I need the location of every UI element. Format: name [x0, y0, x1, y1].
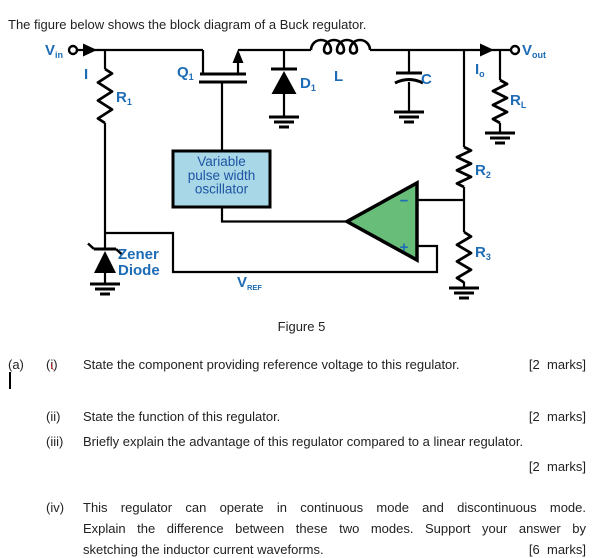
- question-number-i: (i): [46, 357, 58, 372]
- figure-caption: Figure 5: [277, 319, 326, 334]
- r2-label: R2: [475, 162, 491, 180]
- question-iv-line1: This regulator can operate in continuous…: [83, 500, 586, 515]
- question-text-ii: State the function of this regulator. [2…: [83, 409, 586, 425]
- intro-text: The figure below shows the block diagram…: [8, 17, 367, 32]
- zener-bar-tick-right: [115, 248, 123, 256]
- question-number-ii: (ii): [46, 409, 61, 424]
- question-i-body: State the component providing reference …: [83, 357, 460, 372]
- vin-arrow: [83, 43, 97, 57]
- wire-vref: [105, 231, 439, 274]
- q1-label: Q1: [177, 64, 194, 82]
- io-label: Io: [475, 61, 485, 79]
- oscillator-line-1: Variable: [197, 154, 246, 169]
- marks-i: [2 marks]: [528, 357, 586, 372]
- marks-ii: [2 marks]: [528, 409, 586, 424]
- question-text-iii: Briefly explain the advantage of this re…: [83, 434, 524, 449]
- r3-ground: [449, 286, 479, 300]
- comparator-minus: −: [400, 193, 409, 210]
- ground-symbols: [90, 110, 515, 300]
- r1-label: R1: [116, 89, 132, 107]
- zener-ground: [90, 282, 120, 296]
- rl-ground: [485, 131, 515, 145]
- comparator-plus: +: [400, 239, 409, 256]
- inductor-coil: [309, 38, 372, 55]
- oscillator-box-text: Variable pulse width oscillator: [188, 154, 256, 197]
- d1-label: D1: [300, 75, 316, 93]
- input-current-label: I: [84, 66, 88, 83]
- circuit-svg: Variable pulse width oscillator − + Vin …: [45, 38, 546, 300]
- part-label: (a): [8, 357, 24, 372]
- wire-comparator-output: [220, 207, 347, 223]
- inductor-label: L: [334, 68, 343, 85]
- vref-label: VREF: [237, 274, 262, 292]
- question-number-iii: (iii): [46, 434, 64, 449]
- question-number-iv: (iv): [46, 500, 65, 515]
- question-text-i: State the component providing reference …: [83, 357, 586, 373]
- rl-zigzag: [491, 78, 509, 125]
- buck-regulator-diagram: Variable pulse width oscillator − + Vin …: [0, 35, 603, 320]
- oscillator-box: [171, 149, 272, 209]
- question-iv-line3: sketching the inductor current waveforms…: [83, 542, 324, 557]
- cap-label: C: [421, 71, 432, 88]
- vin-label: Vin: [45, 42, 63, 60]
- text-cursor: [9, 372, 11, 389]
- cap-ground: [394, 110, 424, 124]
- d1-triangle: [271, 71, 297, 94]
- cap-plate-bottom: [394, 78, 424, 85]
- oscillator-line-2: pulse width: [188, 168, 256, 183]
- zener-triangle: [94, 251, 116, 273]
- oscillator-line-3: oscillator: [195, 182, 249, 197]
- zener-bar-tick-left: [87, 242, 95, 250]
- marks-iv: [6 marks]: [528, 542, 586, 557]
- zener-label-line1: Zener: [118, 246, 159, 263]
- comparator: [343, 180, 419, 263]
- r3-label: R3: [475, 244, 491, 262]
- vout-label: Vout: [522, 42, 546, 60]
- io-arrow: [480, 43, 494, 57]
- zener-label-line2: Diode: [118, 262, 160, 279]
- question-iv-line3-wrap: sketching the inductor current waveforms…: [83, 542, 586, 558]
- vout-terminal: [509, 44, 521, 56]
- r3-zigzag: [455, 230, 473, 284]
- r1-zigzag: [96, 67, 114, 125]
- marks-iii: [2 marks]: [528, 459, 586, 474]
- vin-terminal: [67, 44, 79, 56]
- question-ii-body: State the function of this regulator.: [83, 409, 281, 424]
- d1-ground: [269, 115, 299, 129]
- q1-arrow: [232, 49, 244, 63]
- question-iv-line2: Explain the difference between these two…: [83, 521, 586, 536]
- r2-zigzag: [455, 145, 473, 189]
- rl-label: RL: [510, 92, 527, 110]
